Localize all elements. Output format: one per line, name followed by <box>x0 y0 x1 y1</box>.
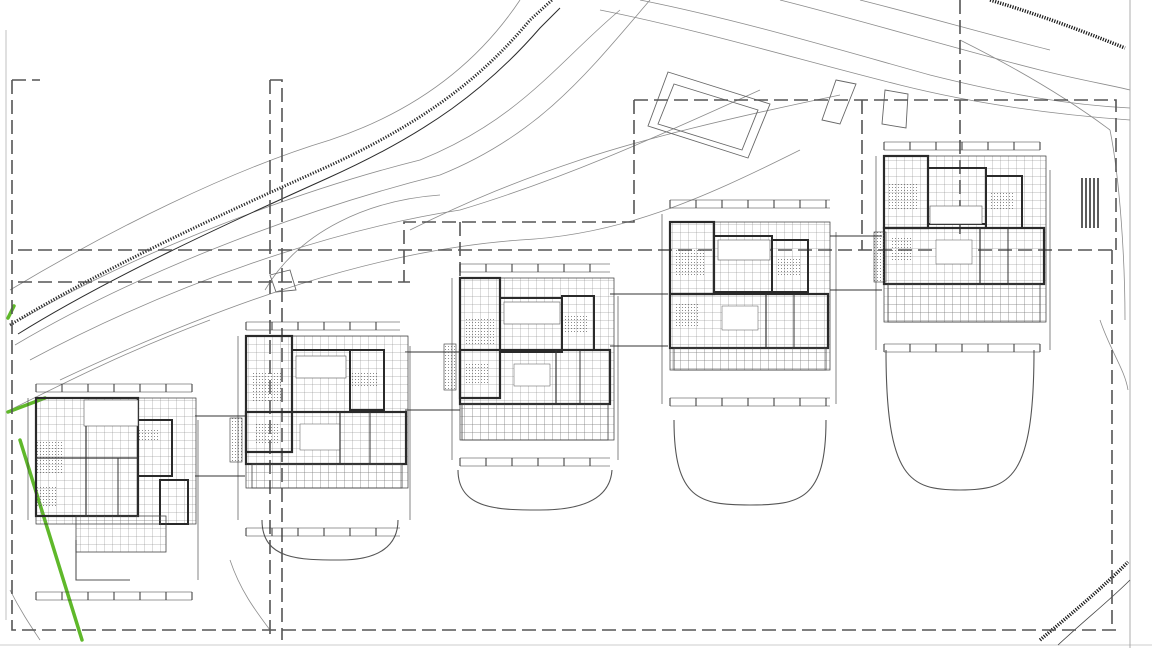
house-plan-5 <box>873 141 1099 353</box>
parking-area <box>269 71 909 293</box>
house-plan-2 <box>229 321 411 537</box>
railway-track-bottom-right <box>1038 560 1131 646</box>
driveways <box>75 349 1035 581</box>
dimension-ticks <box>35 142 1041 600</box>
terrain-lines <box>9 0 1131 641</box>
house-plan-3 <box>443 263 619 467</box>
house-plan-1 <box>27 383 199 601</box>
railway-track-top-right <box>989 0 1126 50</box>
house-plan-4 <box>661 199 837 407</box>
railway-track-left <box>9 0 561 335</box>
